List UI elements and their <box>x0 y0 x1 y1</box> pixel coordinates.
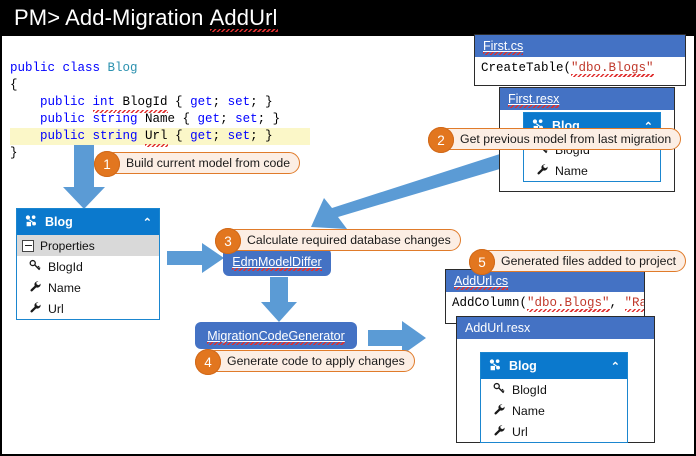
class-member-row[interactable]: Url <box>481 421 627 442</box>
class-member-label: BlogId <box>48 259 83 274</box>
class-icon-wrap <box>24 214 38 231</box>
console-title-bar: PM> Add-Migration AddUrl <box>2 2 694 36</box>
code-line: public string Name { get; set; } <box>10 112 281 126</box>
wrench-icon <box>30 301 41 312</box>
source-code-block: public class Blog { public int BlogId { g… <box>10 60 310 162</box>
arrow-model-to-differ <box>167 243 224 273</box>
class-box-title: Blog <box>509 359 537 373</box>
class-icon <box>532 118 543 130</box>
key-icon <box>29 259 41 270</box>
file-window-title: First.resx <box>508 92 560 108</box>
chevron-up-icon[interactable]: ⌃ <box>643 120 653 133</box>
class-member-label: Url <box>48 301 64 316</box>
class-box-header[interactable]: Blog ⌃ <box>481 353 627 379</box>
class-member-row[interactable]: BlogId <box>481 379 627 400</box>
file-window-title: First.cs <box>483 39 524 55</box>
member-icon-wrap <box>29 259 42 275</box>
code-line: public string Url { get; set; } <box>10 128 310 147</box>
member-icon-wrap <box>29 301 42 317</box>
callout-2-text: Get previous model from last migration <box>460 132 672 146</box>
callout-1-number: 1 <box>94 151 120 177</box>
code-line: public int BlogId { get; set; } <box>10 95 273 113</box>
callout-2-number: 2 <box>428 127 454 153</box>
member-icon-wrap <box>536 163 549 179</box>
file-window-code: CreateTable("dbo.Blogs" <box>481 61 654 77</box>
file-window-title-bar[interactable]: First.cs <box>475 35 685 57</box>
callout-4: 4 Generate code to apply changes <box>195 349 415 375</box>
member-icon-wrap <box>493 403 506 419</box>
member-icon-wrap <box>29 280 42 296</box>
member-icon-wrap <box>493 382 506 398</box>
wrench-icon <box>494 424 505 435</box>
file-window-code: AddColumn("dbo.Blogs", "Rat <box>446 292 644 314</box>
callout-5-text: Generated files added to project <box>501 254 677 268</box>
key-icon <box>493 382 505 393</box>
class-member-row[interactable]: Url <box>17 298 159 319</box>
node-migration-code-generator-label: MigrationCodeGenerator <box>207 328 345 345</box>
class-icon <box>25 214 36 226</box>
class-member-label: Name <box>555 163 588 178</box>
arrow-differ-to-generator <box>261 277 297 322</box>
callout-4-number: 4 <box>195 349 221 375</box>
class-box-header[interactable]: Blog ⌃ <box>17 209 159 235</box>
callout-4-text: Generate code to apply changes <box>227 354 405 368</box>
node-migration-code-generator[interactable]: MigrationCodeGenerator <box>195 322 357 349</box>
callout-3-text: Calculate required database changes <box>247 233 451 247</box>
command-argument: AddUrl <box>209 5 278 32</box>
file-window-title-bar[interactable]: AddUrl.resx <box>457 317 654 339</box>
class-member-row[interactable]: Name <box>524 160 660 181</box>
class-member-row[interactable]: Name <box>481 400 627 421</box>
class-member-label: Url <box>512 424 528 439</box>
properties-group-row[interactable]: Properties <box>17 235 159 256</box>
code-line: } <box>10 146 18 160</box>
callout-1-text: Build current model from code <box>126 156 291 170</box>
class-member-label: Name <box>512 403 545 418</box>
member-icon-wrap <box>493 424 506 440</box>
class-member-row[interactable]: BlogId <box>17 256 159 277</box>
file-window-title-bar[interactable]: First.resx <box>500 88 674 110</box>
callout-2: 2 Get previous model from last migration <box>428 127 682 153</box>
class-icon-wrap <box>531 118 545 135</box>
prompt-prefix: PM> <box>14 5 61 30</box>
wrench-icon <box>537 163 548 174</box>
callout-1: 1 Build current model from code <box>94 151 301 177</box>
class-member-row[interactable]: Name <box>17 277 159 298</box>
wrench-icon <box>494 403 505 414</box>
command-name: Add-Migration <box>65 5 204 30</box>
class-member-label: Name <box>48 280 81 295</box>
callout-5-number: 5 <box>469 249 495 275</box>
wrench-icon <box>30 280 41 291</box>
file-window-title: AddUrl.resx <box>465 321 531 335</box>
file-window-title: AddUrl.cs <box>454 274 509 290</box>
chevron-up-icon[interactable]: ⌃ <box>142 216 152 229</box>
callout-5: 5 Generated files added to project <box>469 249 687 275</box>
code-line: public class Blog <box>10 61 138 75</box>
node-edm-model-differ[interactable]: EdmModelDiffer <box>223 248 331 276</box>
code-line: { <box>10 78 18 92</box>
file-window-title-bar[interactable]: AddUrl.cs <box>446 270 644 292</box>
class-member-label: BlogId <box>512 382 547 397</box>
class-box-title: Blog <box>45 215 73 229</box>
console-command-line: PM> Add-Migration AddUrl <box>14 5 278 32</box>
class-icon <box>489 358 500 370</box>
callout-3: 3 Calculate required database changes <box>215 228 461 254</box>
collapse-toggle-icon[interactable] <box>22 239 34 252</box>
class-icon-wrap <box>488 358 502 375</box>
arrow-previous-model-to-differ <box>311 153 513 229</box>
node-edm-model-differ-label: EdmModelDiffer <box>232 255 323 271</box>
callout-3-number: 3 <box>215 228 241 254</box>
chevron-up-icon[interactable]: ⌃ <box>610 360 620 373</box>
properties-group-label: Properties <box>40 238 95 253</box>
